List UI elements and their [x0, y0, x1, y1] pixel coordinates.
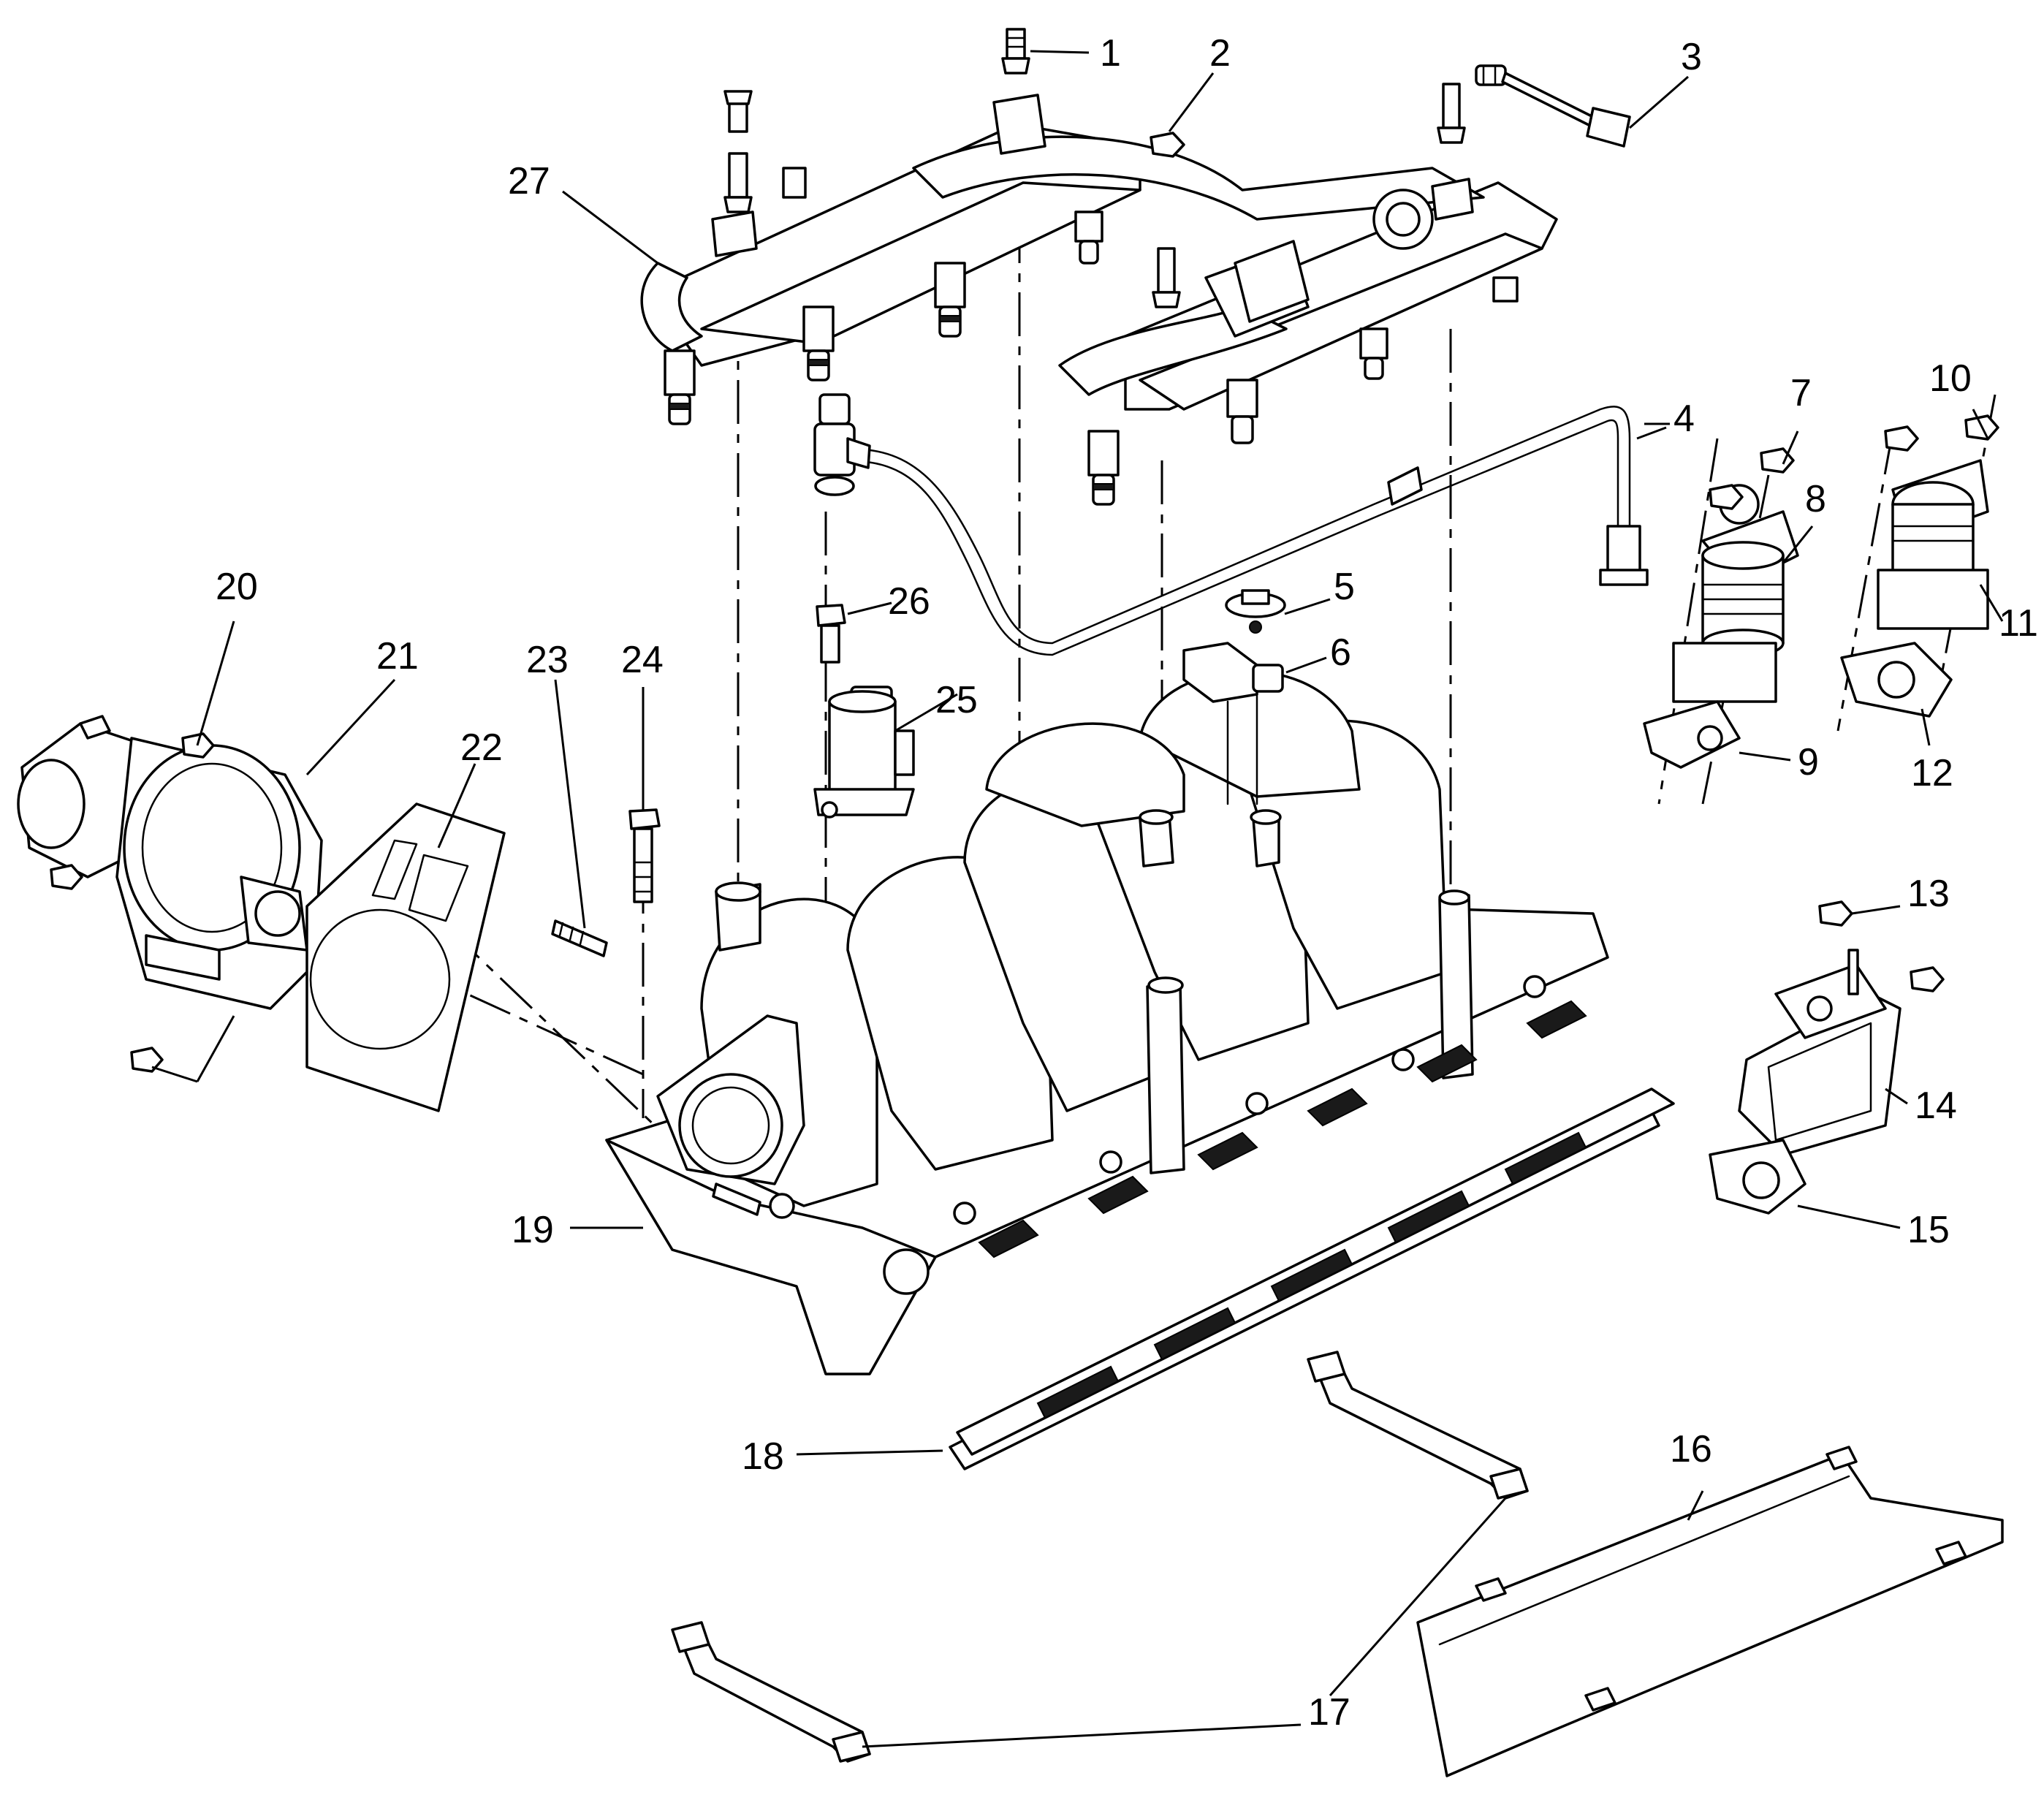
callout-19: 19	[512, 1209, 554, 1251]
egr-adapter-14	[1738, 949, 1901, 1156]
intake-manifold-19	[605, 669, 1609, 1375]
bracket-17-upper	[1307, 1351, 1529, 1500]
callout-26: 26	[888, 580, 930, 623]
callout-15: 15	[1907, 1209, 1950, 1251]
callout-11: 11	[1999, 602, 2038, 645]
callout-23: 23	[526, 639, 569, 681]
fuel-injectors-right	[1087, 276, 1519, 506]
bolt-24	[628, 808, 661, 903]
sensor-6	[1182, 642, 1284, 805]
throttle-body-21	[17, 715, 323, 1010]
callout-21: 21	[376, 635, 419, 677]
nut-13	[1818, 900, 1945, 992]
callout-12: 12	[1911, 752, 1953, 794]
callout-9: 9	[1798, 741, 1819, 783]
callout-5: 5	[1334, 566, 1355, 608]
gasket-ports	[1036, 1131, 1587, 1419]
evap-purge-solenoid-25	[813, 686, 915, 819]
fuel-line-4	[861, 406, 1649, 656]
callout-7: 7	[1790, 372, 1812, 414]
rail-bolts	[723, 83, 1466, 308]
egr-nuts-7	[1709, 447, 1795, 510]
callout-20: 20	[216, 566, 258, 608]
manifold-ports	[978, 1000, 1587, 1258]
egr-valve-11	[1877, 459, 1989, 630]
manifold-gasket-18	[949, 1087, 1675, 1470]
fuel-pressure-sensor	[813, 393, 871, 496]
callout-27: 27	[508, 160, 550, 202]
callout-1: 1	[1100, 32, 1121, 75]
heat-shield-16	[1416, 1446, 2004, 1777]
callout-labels: 1 2 3 4 5 6 7 8 9 10 11 12 13 14 15 16 1…	[216, 32, 2038, 1734]
bolt-1	[1001, 28, 1030, 75]
egr-gasket-9	[1643, 700, 1741, 769]
callout-13: 13	[1907, 873, 1950, 915]
throttle-gasket-22	[305, 802, 506, 1112]
nut-2	[1150, 132, 1185, 158]
stud-23	[551, 919, 761, 1216]
callout-22: 22	[460, 726, 503, 769]
callout-10: 10	[1929, 357, 1972, 400]
leader-lines	[196, 50, 2004, 1748]
callout-16: 16	[1670, 1428, 1712, 1470]
callout-24: 24	[621, 639, 664, 681]
callout-2: 2	[1209, 32, 1231, 75]
sensor-3	[1475, 64, 1631, 148]
callout-14: 14	[1915, 1085, 1957, 1127]
bolt-26	[816, 604, 846, 664]
bracket-17-lower	[671, 1621, 871, 1763]
callout-18: 18	[742, 1435, 784, 1478]
callout-25: 25	[935, 679, 978, 721]
callout-4: 4	[1673, 398, 1695, 440]
egr-gasket-12	[1840, 642, 1953, 718]
fuel-injectors-left	[664, 210, 1103, 425]
fuel-rail-assembly	[640, 94, 1558, 411]
egr-nuts-10	[1884, 414, 1999, 452]
callout-3: 3	[1681, 36, 1702, 78]
grommet-5	[1225, 589, 1286, 634]
callout-8: 8	[1805, 478, 1826, 520]
callout-17: 17	[1308, 1691, 1350, 1734]
egr-valve-8	[1672, 484, 1799, 703]
egr-gasket-15	[1709, 1139, 1806, 1215]
callout-6: 6	[1330, 631, 1351, 674]
